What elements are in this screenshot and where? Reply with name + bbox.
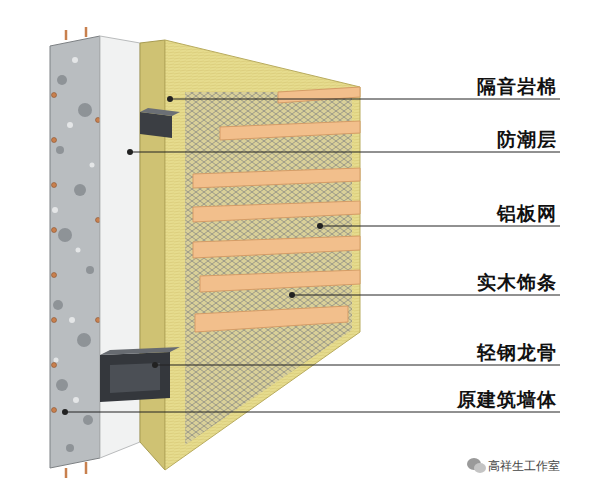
leader-dots bbox=[62, 96, 323, 415]
aluminium-mesh bbox=[185, 92, 352, 445]
rock-wool bbox=[165, 40, 360, 470]
part-label: 防潮层 bbox=[497, 127, 557, 153]
leader-lines bbox=[65, 99, 560, 412]
rock-wool-edge bbox=[140, 40, 165, 470]
watermark: 高祥生工作室 bbox=[488, 458, 560, 475]
part-label: 原建筑墙体 bbox=[457, 387, 557, 413]
part-label: 轻钢龙骨 bbox=[477, 340, 557, 366]
concrete-wall bbox=[50, 27, 101, 478]
part-label: 铝板网 bbox=[497, 201, 557, 227]
part-label: 实木饰条 bbox=[477, 270, 557, 296]
part-label: 隔音岩棉 bbox=[477, 74, 557, 100]
watermark-icon bbox=[467, 458, 486, 473]
